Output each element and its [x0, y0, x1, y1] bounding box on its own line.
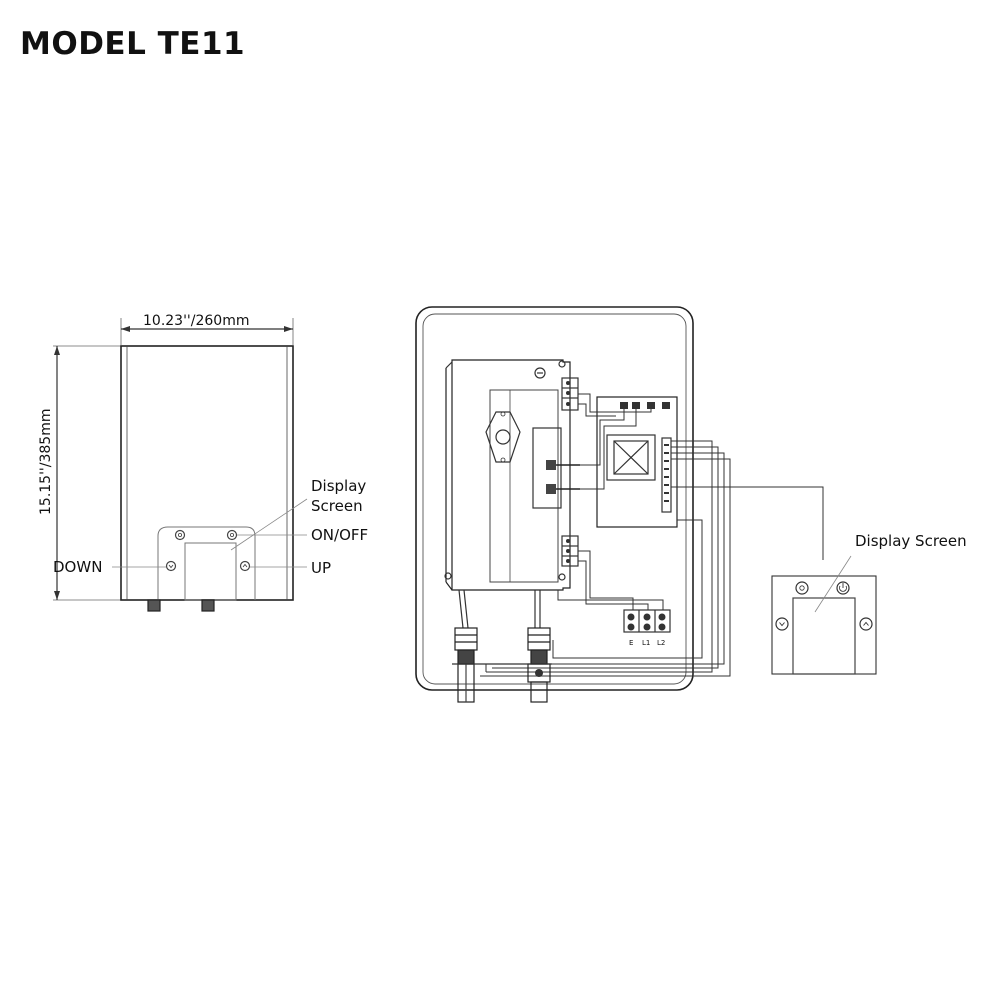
terminal-label-l1: L1: [642, 639, 650, 647]
up-button-icon: [239, 560, 251, 572]
up-callout: UP: [311, 559, 331, 577]
height-dimension: 15.15''/385mm: [38, 345, 121, 601]
heating-chamber: [444, 359, 580, 591]
display-callout-line1: Display: [311, 477, 366, 495]
control-panel: [157, 526, 256, 601]
on-off-callout: ON/OFF: [311, 526, 368, 544]
relay-block: [532, 427, 562, 509]
detail-down-icon: [775, 617, 789, 631]
width-dimension: 10.23''/260mm: [120, 313, 294, 345]
width-label: 10.23''/260mm: [143, 313, 250, 329]
display-screen-callout: Display Screen: [855, 532, 967, 550]
display-callout-line2: Screen: [311, 497, 363, 515]
on-off-button-icon: [174, 529, 186, 541]
heater-body: [120, 345, 294, 601]
hot-water-outlet: [527, 627, 551, 651]
outlet-fitting: [201, 599, 215, 612]
terminal-label-e: E: [629, 639, 633, 647]
height-label: 15.15''/385mm: [38, 409, 54, 516]
upper-terminal-block: [534, 367, 579, 411]
display-screen-detail: Display Screen: [771, 532, 967, 675]
detail-left-icon: [795, 581, 809, 595]
control-board: [596, 396, 678, 528]
cabinet-outer: [415, 306, 694, 691]
front-view: 10.23''/260mm 15.15''/385mm: [38, 313, 368, 612]
detail-screen-window: [792, 597, 856, 675]
front-display-screen: [184, 542, 237, 601]
detail-up-icon: [859, 617, 873, 631]
terminal-label-l2: L2: [657, 639, 665, 647]
on-off-button-icon-right: [226, 529, 238, 541]
wiring: [480, 393, 824, 677]
cabinet-inner: [422, 313, 687, 685]
power-terminal-block: E L1 L2: [623, 609, 671, 647]
thermal-cutoff: [485, 411, 521, 463]
down-callout: DOWN: [53, 558, 102, 576]
inlet-fitting: [147, 599, 161, 612]
detail-power-icon: [836, 581, 850, 595]
cold-water-inlet: [454, 627, 478, 651]
down-button-icon: [165, 560, 177, 572]
water-pipes: [452, 589, 552, 703]
page-title: MODEL TE11: [20, 26, 246, 62]
wiring-view: E L1 L2: [415, 306, 967, 703]
lower-terminal-block: [561, 535, 579, 567]
